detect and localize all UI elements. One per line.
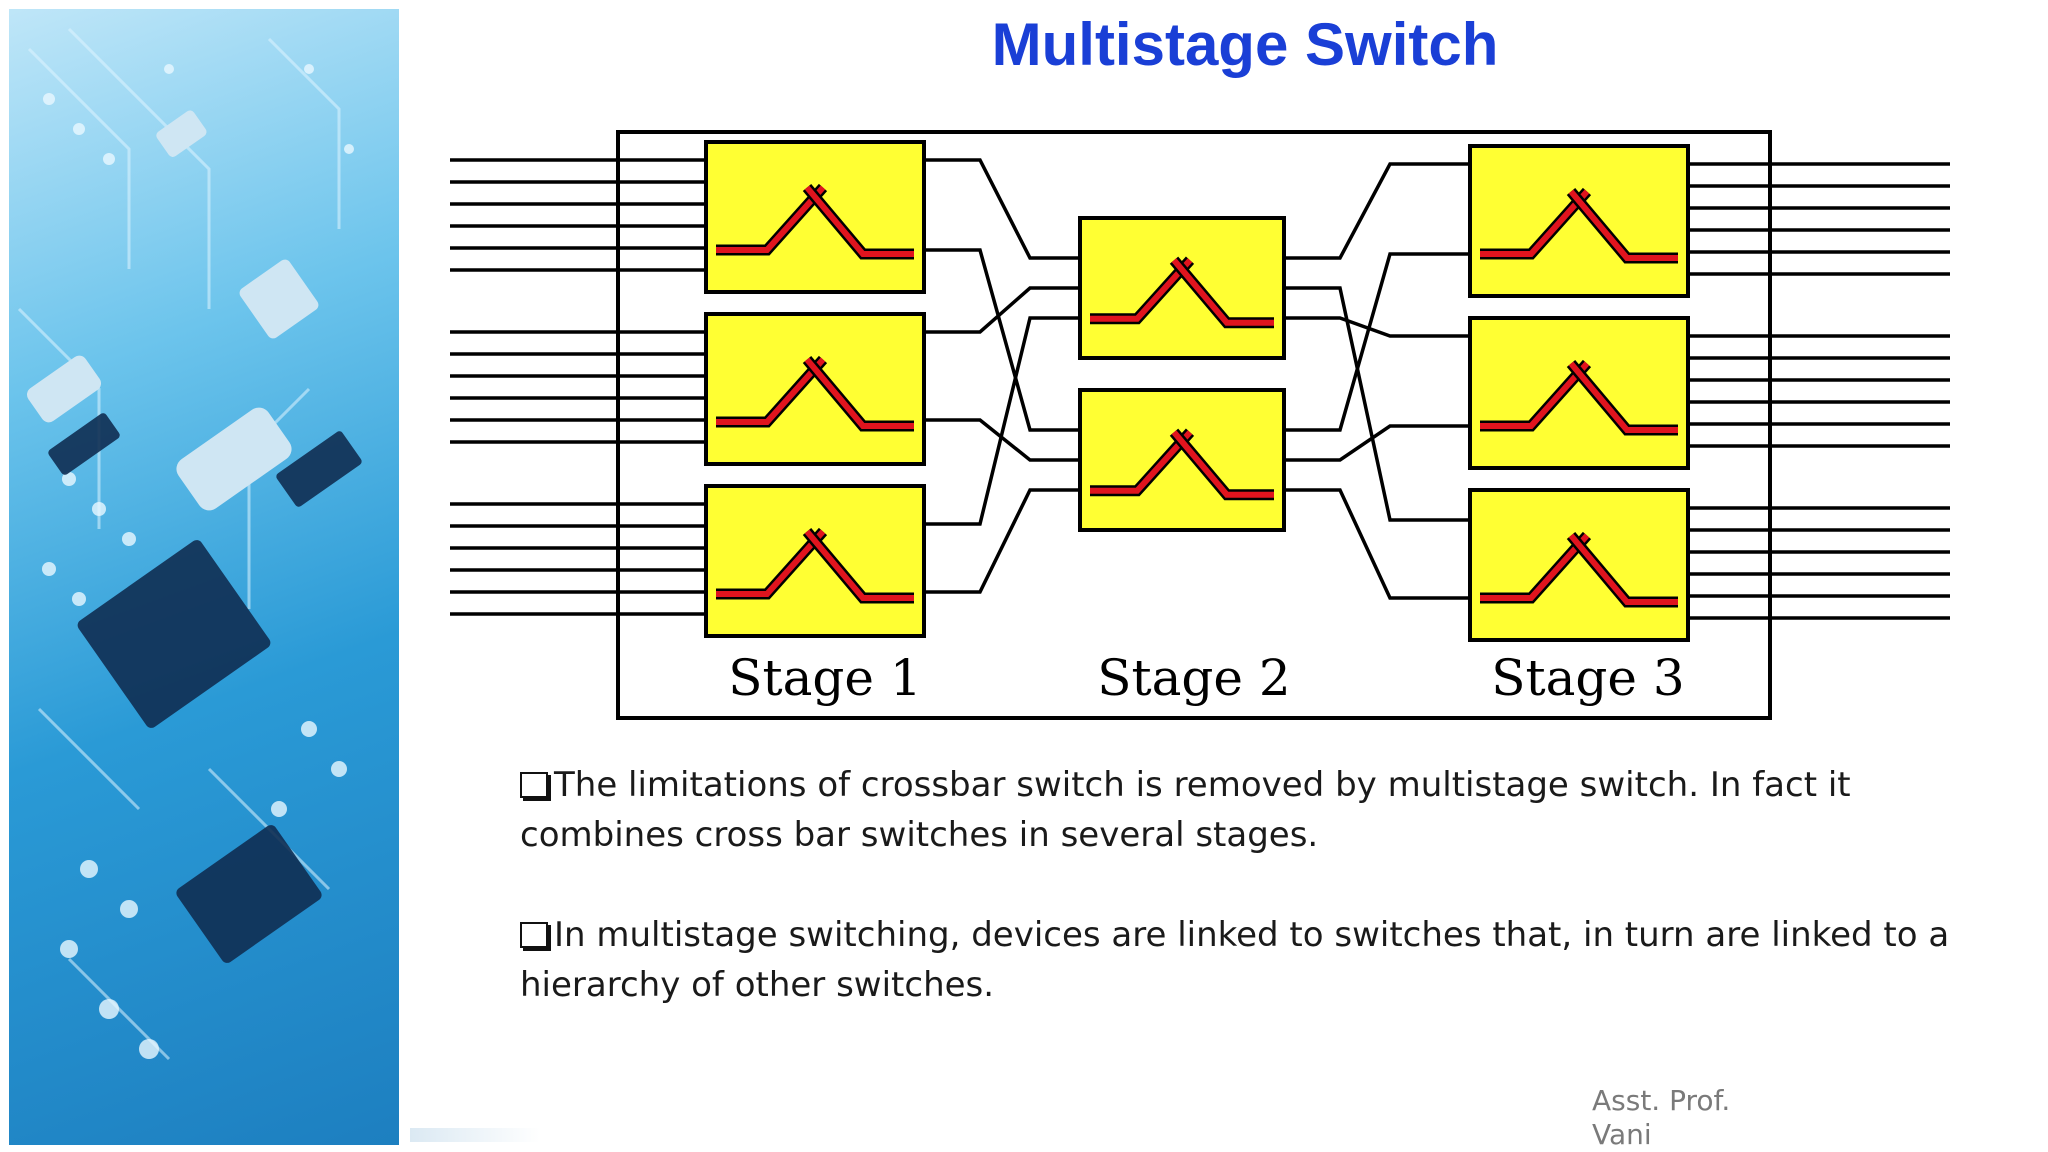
- bottom-fade-bar: [410, 1128, 540, 1142]
- stage3-switch-1: [1468, 144, 1690, 298]
- decorative-side-panel: [0, 0, 410, 1152]
- paragraph-1-text: The limitations of crossbar switch is re…: [520, 765, 1851, 855]
- stage3-switch-2: [1468, 316, 1690, 470]
- stage3-switch-3: [1468, 488, 1690, 642]
- crossbar-symbol-icon: [716, 355, 914, 432]
- stage2-to-stage3-link: [1284, 316, 1470, 338]
- stage2-to-stage3-link: [1284, 488, 1470, 600]
- circuit-board-image: [9, 9, 399, 1145]
- diagram-frame: [616, 130, 1772, 720]
- switch-box-body: [704, 484, 926, 638]
- paragraph-2-text: In multistage switching, devices are lin…: [520, 915, 1950, 1005]
- circuit-board-graphic: [17, 27, 362, 1061]
- switch-box-body: [1468, 488, 1690, 642]
- checkbox-bullet-icon: [520, 922, 548, 948]
- stage-1-label: Stage 1: [728, 649, 921, 707]
- switch-box-body: [704, 312, 926, 466]
- stage1-switch-2: [704, 312, 926, 466]
- multistage-switch-diagram: Stage 1 Stage 2 Stage 3: [450, 130, 1950, 720]
- crossbar-symbol-icon: [1090, 428, 1274, 501]
- stage-2-label: Stage 2: [1097, 649, 1290, 707]
- stage1-switch-1: [704, 140, 926, 294]
- stage1-to-stage2-link: [924, 248, 1080, 432]
- stage2-to-stage3-link: [1284, 424, 1470, 462]
- stage1-to-stage2-link: [924, 418, 1080, 462]
- author-credit: Asst. Prof.Vani: [1592, 1084, 1792, 1152]
- slide-title: Multistage Switch: [991, 11, 1499, 78]
- author-name: Vani: [1592, 1118, 1652, 1151]
- switch-box-body: [1078, 216, 1286, 360]
- stage1-switch-3: [704, 484, 926, 638]
- connection-lines: [450, 158, 1950, 620]
- switch-box-body: [1078, 388, 1286, 532]
- crossbar-symbol-icon: [1480, 359, 1678, 436]
- stage1-to-stage2-link: [924, 286, 1080, 334]
- checkbox-bullet-icon: [520, 772, 548, 798]
- stage2-switch-1: [1078, 216, 1286, 360]
- stage2-to-stage3-link: [1284, 286, 1470, 522]
- switch-box-body: [704, 140, 926, 294]
- crossbar-symbol-icon: [1480, 187, 1678, 264]
- stage1-to-stage2-link: [924, 488, 1080, 594]
- author-title: Asst. Prof.: [1592, 1084, 1731, 1117]
- crossbar-symbol-icon: [716, 527, 914, 604]
- crossbar-symbol-icon: [716, 183, 914, 260]
- switch-box-body: [1468, 316, 1690, 470]
- stage1-to-stage2-link: [924, 316, 1080, 526]
- stage2-to-stage3-link: [1284, 162, 1470, 260]
- stage2-switch-2: [1078, 388, 1286, 532]
- stage1-to-stage2-link: [924, 158, 1080, 260]
- stage-3-label: Stage 3: [1491, 649, 1684, 707]
- crossbar-symbol-icon: [1480, 531, 1678, 608]
- switch-box-body: [1468, 144, 1690, 298]
- switch-boxes: [704, 140, 1690, 642]
- title-area: Multistage Switch: [720, 0, 1770, 100]
- stage2-to-stage3-link: [1284, 252, 1470, 432]
- paragraph-1: The limitations of crossbar switch is re…: [520, 760, 1980, 860]
- crossbar-symbol-icon: [1090, 256, 1274, 329]
- paragraph-2: In multistage switching, devices are lin…: [520, 910, 1980, 1010]
